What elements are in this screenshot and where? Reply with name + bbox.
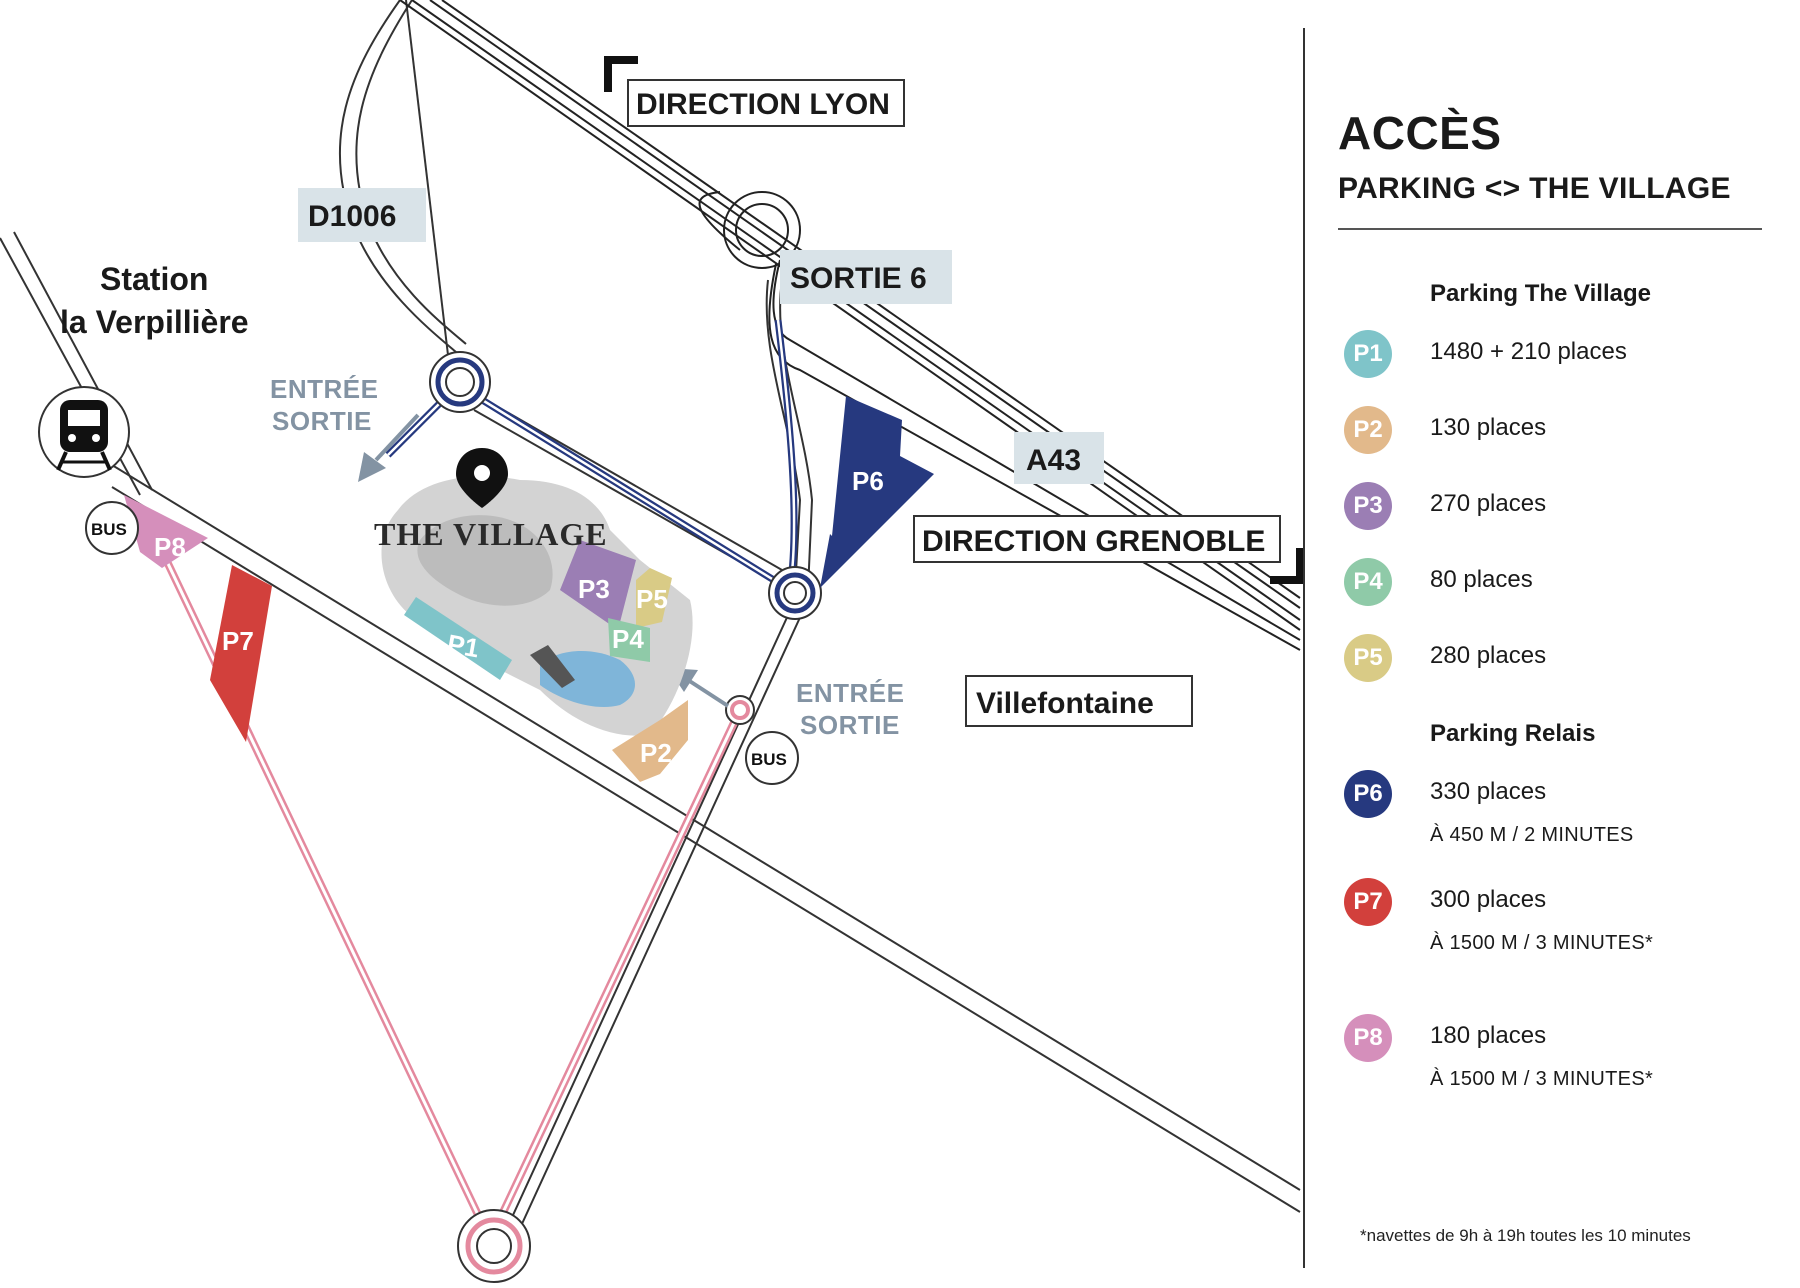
station-label-line1: Station	[100, 261, 208, 297]
parking-p8-label: P8	[154, 532, 186, 562]
p5-capacity: 280 places	[1430, 642, 1547, 669]
parking-p6-area: P6	[820, 396, 934, 588]
roundabout-east	[768, 566, 822, 620]
legend-item-p6: P6 330 places À 450 M / 2 MINUTES	[1338, 770, 1778, 878]
parking-p7-label: P7	[222, 626, 254, 656]
sign-sortie6-label: SORTIE 6	[790, 262, 927, 295]
p5-badge-icon: P5	[1344, 634, 1392, 682]
legend-title: ACCÈS	[1338, 107, 1502, 159]
legend-item-p5: P5 280 places	[1338, 634, 1778, 710]
bus-stop-west-label: BUS	[91, 520, 127, 539]
parking-p8-area: P8	[124, 495, 208, 568]
entry-label-left: ENTRÉE	[270, 374, 378, 404]
p2-badge-icon: P2	[1344, 406, 1392, 454]
roundabout-south	[457, 1209, 531, 1283]
sign-sortie6: SORTIE 6	[780, 250, 952, 304]
bus-stop-ring-east	[725, 695, 755, 725]
parking-p5-area: P5	[636, 568, 672, 628]
village-label: THE VILLAGE	[374, 516, 608, 552]
relay-parking-heading: Parking Relais	[1430, 720, 1596, 747]
sign-direction-grenoble: DIRECTION GRENOBLE	[913, 515, 1281, 563]
direction-lyon-arrow-icon	[604, 56, 638, 92]
entry-arrow-left	[358, 413, 420, 482]
p3-badge-icon: P3	[1344, 482, 1392, 530]
legend-rule	[1338, 228, 1762, 230]
p7-distance: À 1500 M / 3 MINUTES*	[1430, 932, 1654, 954]
village-parking-heading: Parking The Village	[1430, 280, 1651, 307]
sign-villefontaine: Villefontaine	[965, 675, 1193, 727]
p1-capacity: 1480 + 210 places	[1430, 338, 1627, 365]
shuttle-footnote: *navettes de 9h à 19h toutes les 10 minu…	[1360, 1226, 1691, 1245]
station-label-line2: la Verpillière	[60, 304, 249, 340]
sign-a43-label: A43	[1026, 444, 1081, 477]
direction-grenoble-arrow-icon	[1270, 548, 1304, 584]
sign-d1006: D1006	[298, 188, 426, 242]
bus-stop-west: BUS	[85, 501, 139, 555]
p4-capacity: 80 places	[1430, 566, 1533, 593]
p7-badge-icon: P7	[1344, 878, 1392, 926]
p1-badge-icon: P1	[1344, 330, 1392, 378]
parking-p1-area: P1	[404, 597, 512, 680]
p3-capacity: 270 places	[1430, 490, 1547, 517]
village-location-pin-icon	[456, 448, 508, 508]
exit-label-left: SORTIE	[272, 406, 372, 436]
p6-distance: À 450 M / 2 MINUTES	[1430, 824, 1634, 846]
p6-capacity: 330 places	[1430, 778, 1547, 805]
legend-item-p3: P3 270 places	[1338, 482, 1778, 558]
bus-stop-east-label: BUS	[751, 750, 787, 769]
parking-p2-label: P2	[640, 738, 672, 768]
road-top-to-roundabout	[405, 0, 449, 356]
sign-direction-lyon-label: DIRECTION LYON	[636, 88, 890, 121]
p6-badge-icon: P6	[1344, 770, 1392, 818]
exit-label-right: SORTIE	[800, 710, 900, 740]
parking-p4-area: P4	[608, 618, 650, 662]
parking-p3-area: P3	[560, 540, 636, 630]
parking-p2-area: P2	[612, 700, 688, 782]
p2-capacity: 130 places	[1430, 414, 1547, 441]
sign-direction-grenoble-label: DIRECTION GRENOBLE	[922, 525, 1265, 558]
sign-d1006-label: D1006	[308, 200, 396, 233]
p4-badge-icon: P4	[1344, 558, 1392, 606]
sign-direction-lyon: DIRECTION LYON	[627, 79, 905, 127]
sign-a43: A43	[1014, 432, 1104, 484]
parking-p7-area: P7	[210, 565, 272, 742]
sign-villefontaine-label: Villefontaine	[976, 687, 1154, 720]
legend-item-p1: P1 1480 + 210 places	[1338, 330, 1778, 406]
legend-item-p7: P7 300 places À 1500 M / 3 MINUTES*	[1338, 878, 1778, 1014]
p8-distance: À 1500 M / 3 MINUTES*	[1430, 1068, 1654, 1090]
entry-label-right: ENTRÉE	[796, 678, 904, 708]
sidebar-divider	[1303, 28, 1305, 1268]
road-villefontaine	[111, 464, 1301, 1213]
legend-panel: ACCÈS PARKING <> THE VILLAGE Parking The…	[1338, 110, 1778, 1114]
parking-p4-label: P4	[612, 624, 644, 654]
parking-p3-label: P3	[578, 574, 610, 604]
access-map: P1 P3 P5 P4 P2 THE VILLAGE P6 P7 P8	[0, 0, 1304, 1283]
roundabout-north-west	[429, 351, 491, 413]
p8-capacity: 180 places	[1430, 1022, 1547, 1049]
village-footprint	[381, 476, 693, 736]
exit-6-loop	[698, 191, 1301, 651]
parking-p5-label: P5	[636, 584, 668, 614]
legend-subtitle: PARKING <> THE VILLAGE	[1338, 172, 1731, 205]
p8-badge-icon: P8	[1344, 1014, 1392, 1062]
train-station-icon	[38, 386, 130, 478]
legend-item-p2: P2 130 places	[1338, 406, 1778, 482]
road-d1006	[338, 0, 467, 353]
parking-p1-label: P1	[445, 628, 482, 663]
legend-item-p8: P8 180 places À 1500 M / 3 MINUTES*	[1338, 1014, 1778, 1114]
bus-stop-east: BUS	[745, 731, 799, 785]
p7-capacity: 300 places	[1430, 886, 1547, 913]
parking-p6-label: P6	[852, 466, 884, 496]
legend-item-p4: P4 80 places	[1338, 558, 1778, 634]
